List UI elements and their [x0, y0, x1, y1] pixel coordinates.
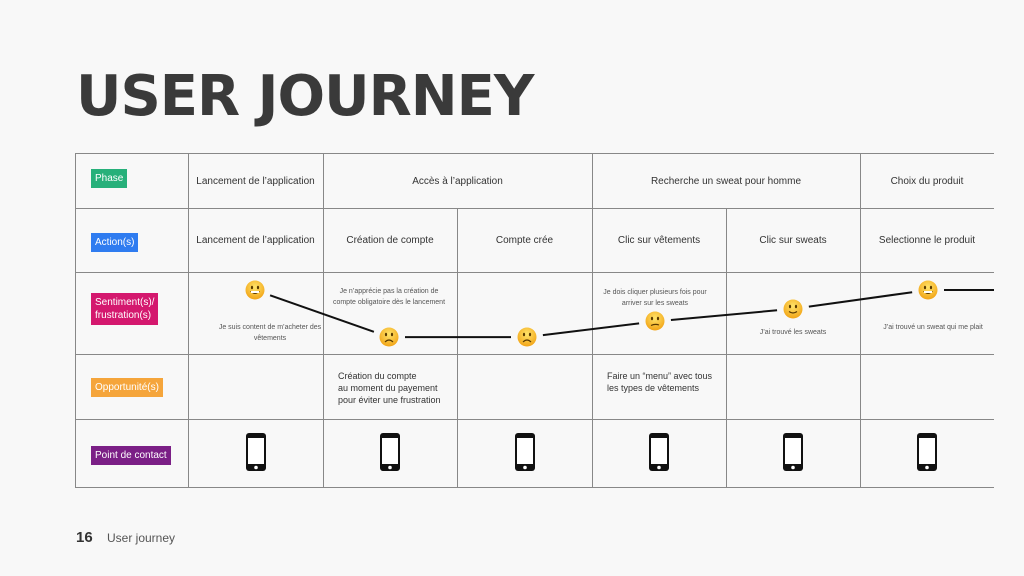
grid-line-v	[188, 419, 189, 487]
grid-line-v	[592, 419, 593, 487]
grid-line-v	[75, 153, 76, 208]
page-number: 16	[76, 529, 93, 546]
action-cell: Création de compte	[346, 235, 434, 246]
grid-line-h	[75, 153, 994, 154]
grid-line-h	[75, 354, 994, 355]
sentiment-line-segment	[542, 322, 640, 337]
opportunity-text: Faire un “menu” avec tous les types de v…	[607, 371, 713, 393]
grid-line-v	[457, 272, 458, 354]
smartphone-icon	[514, 432, 536, 472]
smartphone-icon	[245, 432, 267, 472]
row-label-3: Opportunité(s)	[91, 378, 163, 397]
sentiment-text: Je dois cliquer plusieurs fois pour arri…	[603, 289, 707, 307]
smartphone-icon	[648, 432, 670, 472]
grid-line-h	[75, 208, 994, 209]
grid-line-v	[323, 354, 324, 419]
smartphone-icon	[916, 432, 938, 472]
grid-line-v	[726, 354, 727, 419]
grid-line-v	[457, 419, 458, 487]
action-cell: Lancement de l’application	[196, 235, 315, 246]
grid-line-h	[75, 272, 994, 273]
grid-line-v	[592, 153, 593, 208]
opportunity-text: Création du compte au moment du payement…	[338, 371, 441, 405]
sentiment-line-segment	[269, 294, 375, 333]
row-label-0: Phase	[91, 169, 128, 188]
confused-emoji-icon	[645, 311, 665, 331]
grid-line-v	[457, 354, 458, 419]
sentiment-text: J’ai trouvé les sweats	[759, 329, 827, 336]
grid-line-v	[75, 419, 76, 487]
footer-section: User journey	[107, 531, 176, 545]
sentiment-line-segment	[670, 309, 778, 321]
phase-cell: Choix du produit	[890, 176, 964, 187]
grid-line-v	[726, 272, 727, 354]
grid-line-v	[860, 153, 861, 208]
grid-line-v	[75, 272, 76, 354]
action-cell: Clic sur vêtements	[617, 235, 701, 246]
row-label-4: Point de contact	[91, 446, 171, 465]
sentiment-line-segment	[808, 291, 913, 308]
grid-line-v	[188, 153, 189, 208]
grid-line-v	[323, 153, 324, 208]
grinning-emoji-icon	[245, 280, 265, 300]
grid-line-v	[75, 354, 76, 419]
grid-line-v	[188, 208, 189, 272]
frowning-emoji-icon	[379, 327, 399, 347]
grid-line-v	[323, 208, 324, 272]
grid-line-v	[726, 419, 727, 487]
grid-line-v	[860, 208, 861, 272]
phase-cell: Lancement de l’application	[196, 176, 315, 187]
action-cell: Compte crée	[495, 235, 554, 246]
grid-line-v	[860, 354, 861, 419]
smartphone-icon	[379, 432, 401, 472]
page-title: USER JOURNEY	[76, 64, 534, 129]
grinning-emoji-icon	[918, 280, 938, 300]
grid-line-h	[75, 487, 994, 488]
grid-line-v	[323, 419, 324, 487]
sentiment-text: J’ai trouvé un sweat qui me plait	[883, 324, 983, 331]
phase-cell: Recherche un sweat pour homme	[650, 176, 802, 187]
grid-line-v	[323, 272, 324, 354]
phase-cell: Accès à l’application	[412, 176, 503, 187]
sentiment-text: Je n’apprécie pas la création de compte …	[332, 288, 446, 306]
sentiment-text: Je suis content de m’acheter des vêtemen…	[218, 324, 322, 342]
smartphone-icon	[782, 432, 804, 472]
grid-line-v	[188, 354, 189, 419]
grid-line-v	[75, 208, 76, 272]
frowning-emoji-icon	[517, 327, 537, 347]
grid-line-v	[188, 272, 189, 354]
slight-smile-emoji-icon	[783, 299, 803, 319]
row-label-1: Action(s)	[91, 233, 139, 252]
action-cell: Clic sur sweats	[759, 235, 827, 246]
grid-line-v	[592, 354, 593, 419]
grid-line-h	[75, 419, 994, 420]
grid-line-v	[860, 272, 861, 354]
grid-line-v	[726, 208, 727, 272]
grid-line-v	[592, 208, 593, 272]
grid-line-v	[860, 419, 861, 487]
grid-line-v	[592, 272, 593, 354]
grid-line-v	[457, 208, 458, 272]
row-label-2: Sentiment(s)/ frustration(s)	[91, 293, 159, 325]
action-cell: Selectionne le produit	[878, 235, 976, 246]
